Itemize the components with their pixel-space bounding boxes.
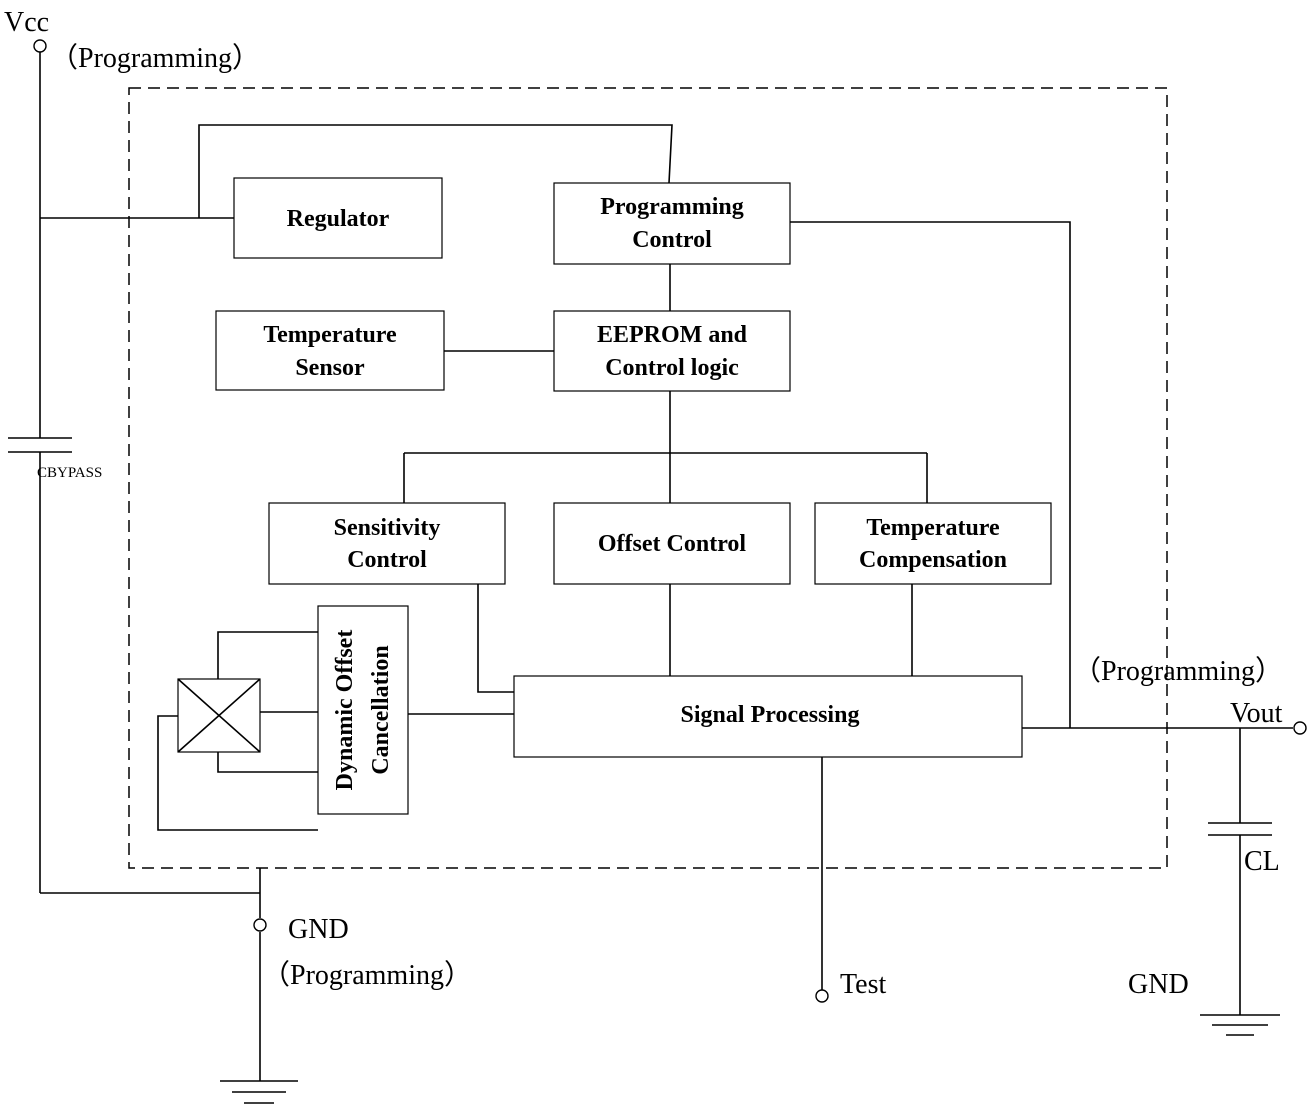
temperature-compensation-label-2: Compensation	[859, 547, 1007, 573]
test-label: Test	[840, 969, 886, 1000]
sensitivity-control-block: Sensitivity Control	[268, 502, 506, 585]
sensitivity-control-label-1: Sensitivity	[334, 515, 441, 541]
programming-control-label-1: Programming	[600, 194, 744, 220]
eeprom-label-1: EEPROM and	[597, 322, 748, 348]
gnd-programming-note: （Programming）	[262, 959, 472, 991]
temperature-sensor-label-2: Sensor	[295, 355, 365, 381]
sensitivity-control-label-2: Control	[347, 547, 427, 573]
signal-processing-block: Signal Processing	[513, 675, 1023, 758]
regulator-label: Regulator	[287, 206, 390, 232]
cl-capacitor: CL	[1208, 822, 1280, 877]
temperature-compensation-block: Temperature Compensation	[814, 502, 1052, 585]
vout-label: Vout	[1230, 698, 1283, 729]
vcc-label: Vcc	[4, 7, 49, 38]
gnd-label: GND	[288, 914, 349, 945]
vout-terminal	[1293, 721, 1307, 735]
wires	[39, 52, 1293, 1081]
load-gnd-label: GND	[1128, 969, 1189, 1000]
temperature-compensation-label-1: Temperature	[866, 515, 1000, 541]
programming-control-block: Programming Control	[553, 182, 791, 265]
cbypass-capacitor: CBYPASS	[8, 437, 102, 518]
signal-processing-label: Signal Processing	[681, 702, 860, 728]
ground-symbol-load	[1200, 1014, 1280, 1036]
dynamic-offset-label-2: Cancellation	[368, 645, 394, 774]
chip-boundary	[128, 87, 1168, 869]
eeprom-label-2: Control logic	[605, 355, 739, 381]
offset-control-label: Offset Control	[598, 531, 747, 557]
vcc-programming-note: （Programming）	[50, 42, 260, 74]
programming-control-label-2: Control	[632, 227, 712, 253]
offset-control-block: Offset Control	[553, 502, 791, 585]
vcc-terminal	[33, 39, 47, 53]
eeprom-block: EEPROM and Control logic	[553, 310, 791, 392]
gnd-terminal	[253, 918, 267, 932]
cl-label: CL	[1244, 846, 1280, 877]
dynamic-offset-block: Dynamic Offset Cancellation	[317, 605, 409, 815]
temperature-sensor-label-1: Temperature	[263, 322, 397, 348]
hall-element	[177, 678, 261, 753]
cbypass-label: CBYPASS	[37, 465, 102, 481]
test-terminal	[815, 989, 829, 1003]
dynamic-offset-label-1: Dynamic Offset	[332, 630, 358, 791]
ground-symbol-main	[220, 1080, 298, 1104]
temperature-sensor-block: Temperature Sensor	[215, 310, 445, 391]
regulator-block: Regulator	[233, 177, 443, 259]
vout-programming-note: （Programming）	[1073, 655, 1283, 687]
